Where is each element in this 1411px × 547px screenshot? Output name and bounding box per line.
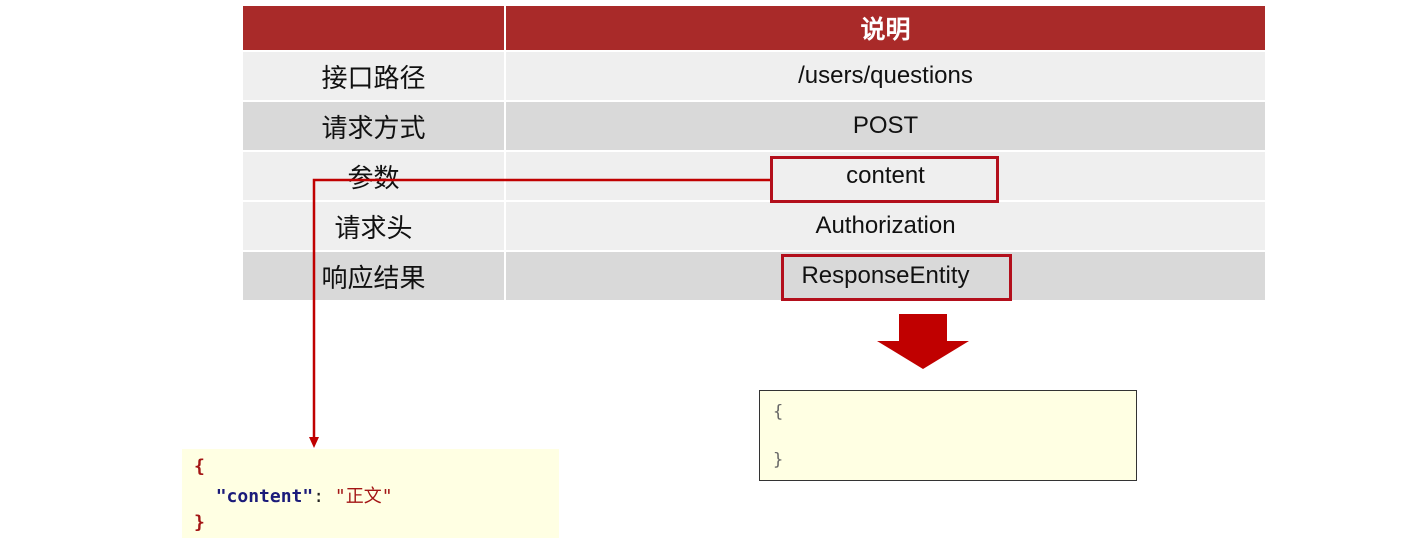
response-open-brace: { [773, 402, 784, 422]
row-label-params: 参数 [241, 151, 506, 202]
table-row: 参数 content [241, 151, 1267, 202]
table-header-row: 说明 [241, 6, 1267, 52]
response-entity-highlight-box [781, 254, 1012, 301]
row-value-params: content [504, 151, 1267, 202]
content-highlight-box [770, 156, 999, 203]
request-json-code: { "content": "正文" } [182, 449, 559, 538]
json-key: "content" [215, 486, 314, 507]
param-connector-line [312, 178, 770, 439]
table-row: 请求头 Authorization [241, 201, 1267, 252]
row-value-response: ResponseEntity [504, 251, 1267, 302]
response-json-code: { } [759, 390, 1137, 481]
row-value-header: Authorization [504, 201, 1267, 252]
down-arrow-icon [877, 314, 969, 369]
param-connector-arrowhead [309, 437, 319, 448]
table-row: 请求方式 POST [241, 101, 1267, 152]
json-colon: : [313, 486, 335, 507]
row-value-path: /users/questions [504, 51, 1267, 102]
json-close-brace: } [194, 512, 205, 533]
row-label-response: 响应结果 [241, 251, 506, 302]
header-cell-description: 说明 [504, 6, 1267, 52]
header-cell-empty [241, 6, 506, 52]
table-row: 接口路径 /users/questions [241, 51, 1267, 102]
row-label-method: 请求方式 [241, 101, 506, 152]
row-label-path: 接口路径 [241, 51, 506, 102]
response-close-brace: } [773, 450, 784, 470]
row-label-header: 请求头 [241, 201, 506, 252]
api-spec-table: 说明 接口路径 /users/questions 请求方式 POST 参数 co… [241, 6, 1267, 302]
json-value: "正文" [334, 486, 393, 507]
row-value-method: POST [504, 101, 1267, 152]
json-open-brace: { [194, 456, 205, 477]
table-row: 响应结果 ResponseEntity [241, 251, 1267, 302]
